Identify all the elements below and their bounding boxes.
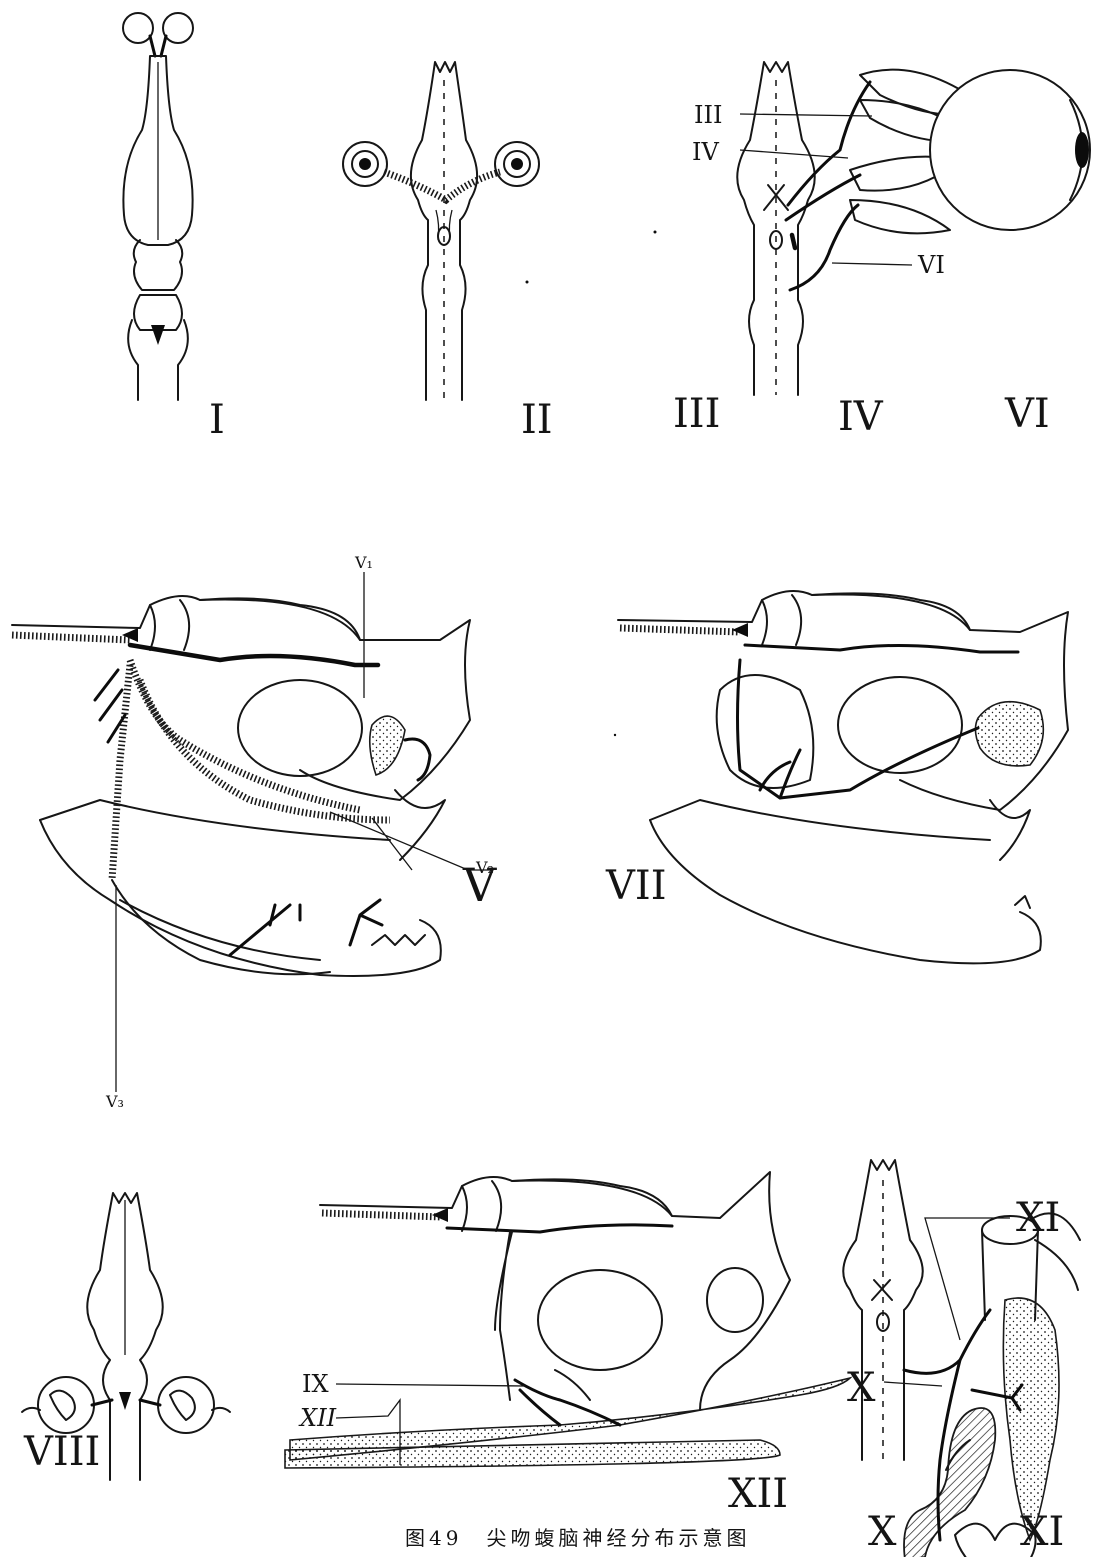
pointer-label-accessory: XI (1016, 1198, 1060, 1238)
pointer-glossopharyngeal-line (336, 1384, 525, 1386)
pointer-label-hypoglossal: XII (300, 1406, 336, 1430)
figure-caption: 图49 尖吻蝮脑神经分布示意图 (405, 1528, 750, 1548)
panel-label-hypoglossal: XII (728, 1474, 788, 1514)
pointer-label-vagus: X (847, 1368, 875, 1408)
panel-label-trigeminal: V (463, 862, 496, 908)
pointer-vagus-line (884, 1382, 942, 1386)
panel-label-olfactory: I (209, 400, 225, 440)
panel-label-oculomotor: III (673, 394, 720, 434)
pointer-label-ophthalmic: V₁ (355, 555, 373, 571)
panel-label-trochlear: IV (838, 397, 883, 437)
pointer-label-oculomotor: III (694, 103, 722, 127)
panel-olfactory-brain (123, 13, 193, 400)
panel-trigeminal-lateral (12, 572, 492, 1092)
panel-facial-lateral (618, 591, 1068, 963)
pointer-label-abducens: VI (918, 253, 945, 277)
panel-label-auditory: VIII (24, 1432, 100, 1472)
pointer-label-mandibular: V₃ (106, 1094, 124, 1110)
panel-eye-muscle-nerves (737, 62, 1090, 395)
panel-glossopharyngeal-lateral (285, 1172, 850, 1468)
pointer-accessory-line (925, 1218, 1010, 1340)
panel-optic-brain (343, 62, 539, 400)
pointer-label-trochlear: IV (692, 140, 719, 164)
panel-label-optic: II (521, 400, 553, 440)
pointer-abducens-line (832, 263, 912, 265)
panel-label-abducens: VI (1005, 394, 1050, 434)
panel-label-facial: VII (606, 866, 667, 906)
pointer-label-glossopharyngeal: IX (302, 1372, 329, 1396)
panel-label-accessory: XI (1020, 1512, 1064, 1552)
pointer-trochlear-line (740, 150, 848, 158)
panel-label-vagus: X (868, 1512, 896, 1552)
